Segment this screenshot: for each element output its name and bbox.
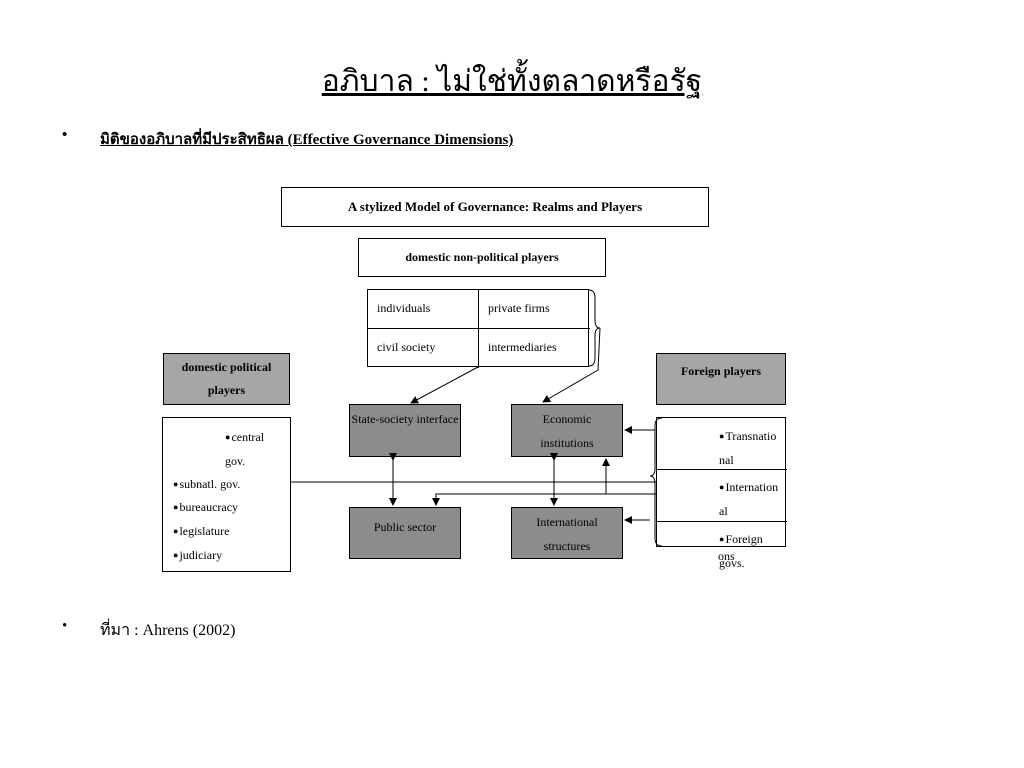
- bullet-icon: ●: [719, 534, 725, 544]
- list-item: ●judiciary: [173, 548, 223, 562]
- bullet-glyph: •: [62, 127, 68, 143]
- nonpolitical-title: domestic non-political players: [358, 238, 606, 277]
- list-item: ●legislature: [173, 524, 230, 538]
- foreign-list: ●Transnational ●International ●Foreign g…: [656, 417, 787, 570]
- node-public-sector: Public sector: [349, 507, 461, 559]
- cell-private-firms: private firms: [488, 301, 550, 315]
- arrow-to-state-society: [410, 366, 479, 404]
- foreign-title: Foreign players: [656, 353, 786, 405]
- bullet-icon: ●: [173, 502, 179, 512]
- node-state-society: State-society interface: [349, 404, 461, 457]
- bullet-icon: ●: [173, 550, 179, 560]
- bullet-icon: ●: [719, 431, 725, 441]
- list-item: ●subnatl. gov.: [173, 477, 241, 491]
- bullet-icon: ●: [225, 432, 231, 442]
- bullet-source-text: ที่มา : Ahrens (2002): [100, 622, 236, 639]
- brace-foreign: [649, 417, 663, 547]
- nonpolitical-grid: individuals private firms civil society …: [367, 289, 590, 368]
- bullet-dimensions-text: มิติของอภิบาลที่มีประสิทธิผล (Effective …: [100, 132, 514, 148]
- political-list: ●central gov. ●subnatl. gov. ●bureaucrac…: [162, 417, 291, 572]
- list-item: ●central gov.: [225, 430, 265, 468]
- bullet-dimensions: • มิติของอภิบาลที่มีประสิทธิผล (Effectiv…: [62, 127, 514, 151]
- cell-intermediaries: intermediaries: [488, 340, 557, 354]
- list-item: ●Foreign govs.: [719, 532, 763, 570]
- slide-title: อภิบาล : ไม่ใช่ทั้งตลาดหรือรัฐ: [321, 65, 703, 98]
- bullet-icon: ●: [719, 482, 725, 492]
- cell-civil-society: civil society: [377, 340, 436, 354]
- bullet-icon: ●: [173, 479, 179, 489]
- cell-individuals: individuals: [377, 301, 431, 315]
- arrow-to-economic: [542, 327, 601, 403]
- list-item: ●Transnational: [719, 429, 777, 467]
- list-item: ●bureaucracy: [173, 500, 239, 514]
- foreign-overflow-text: ons: [718, 549, 735, 563]
- arrow-foreign-public: [432, 493, 656, 506]
- list-item: ●International: [719, 480, 779, 518]
- node-economic: Economic institutions: [511, 404, 623, 457]
- diagram-header: A stylized Model of Governance: Realms a…: [281, 187, 709, 227]
- node-international: International structures: [511, 507, 623, 559]
- political-title: domestic political players: [163, 353, 290, 405]
- bullet-glyph: •: [62, 618, 68, 634]
- bullet-source: • ที่มา : Ahrens (2002): [62, 618, 236, 643]
- bullet-icon: ●: [173, 526, 179, 536]
